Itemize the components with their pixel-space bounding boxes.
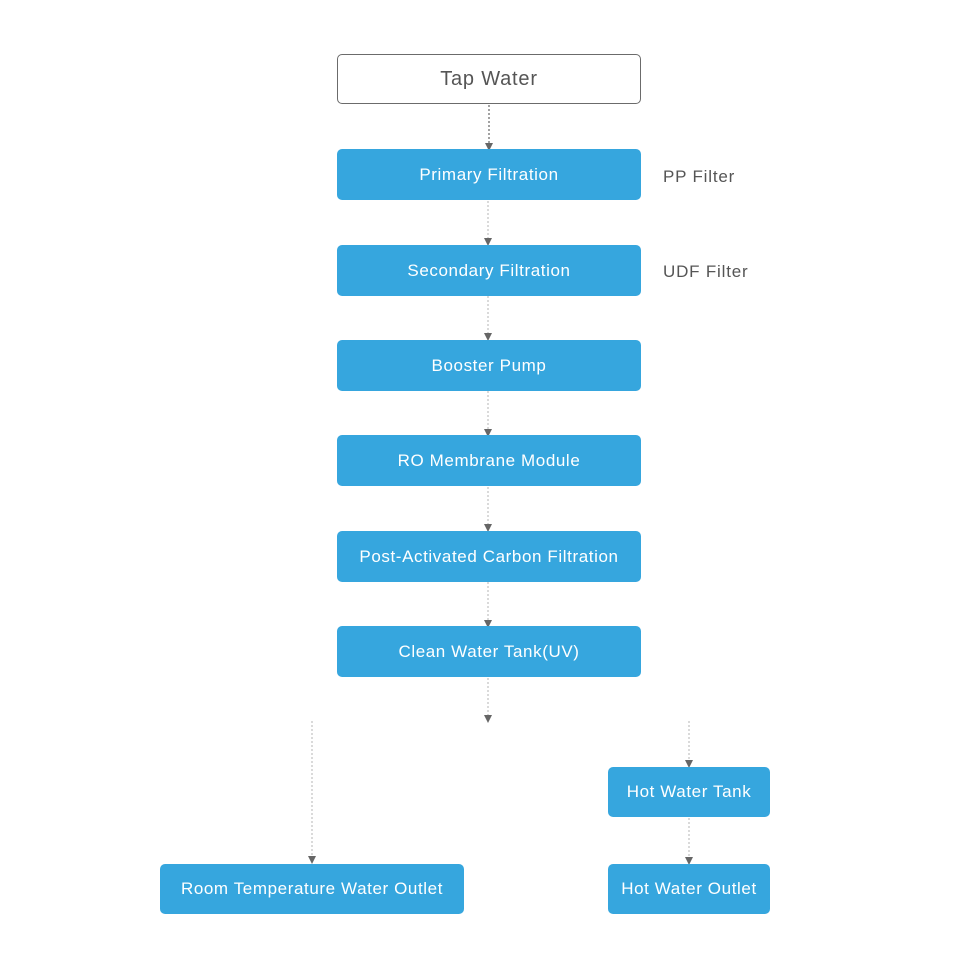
node-hot-water-outlet: Hot Water Outlet bbox=[608, 864, 770, 914]
node-tap-water-label: Tap Water bbox=[440, 67, 538, 90]
node-room-temperature-outlet: Room Temperature Water Outlet bbox=[160, 864, 464, 914]
label-pp-filter: PP Filter bbox=[663, 167, 736, 186]
node-hot-water-tank-label: Hot Water Tank bbox=[626, 782, 752, 801]
node-secondary-filtration-label: Secondary Filtration bbox=[407, 260, 571, 280]
node-hot-water-tank: Hot Water Tank bbox=[608, 767, 770, 817]
node-room-temperature-outlet-label: Room Temperature Water Outlet bbox=[180, 879, 444, 898]
node-hot-water-outlet-label: Hot Water Outlet bbox=[621, 879, 757, 898]
node-ro-membrane-label: RO Membrane Module bbox=[397, 450, 581, 470]
node-booster-pump: Booster Pump bbox=[337, 340, 641, 391]
node-post-carbon-filtration: Post-Activated Carbon Filtration bbox=[337, 531, 641, 582]
node-ro-membrane: RO Membrane Module bbox=[337, 435, 641, 486]
label-udf-filter: UDF Filter bbox=[663, 262, 749, 281]
node-clean-water-tank: Clean Water Tank(UV) bbox=[337, 626, 641, 677]
node-clean-water-tank-label: Clean Water Tank(UV) bbox=[398, 641, 580, 661]
node-secondary-filtration: Secondary Filtration bbox=[337, 245, 641, 296]
node-post-carbon-filtration-label: Post-Activated Carbon Filtration bbox=[359, 546, 619, 566]
node-primary-filtration-label: Primary Filtration bbox=[419, 164, 559, 184]
node-primary-filtration: Primary Filtration bbox=[337, 149, 641, 200]
node-booster-pump-label: Booster Pump bbox=[431, 355, 547, 375]
node-tap-water: Tap Water bbox=[337, 54, 641, 104]
